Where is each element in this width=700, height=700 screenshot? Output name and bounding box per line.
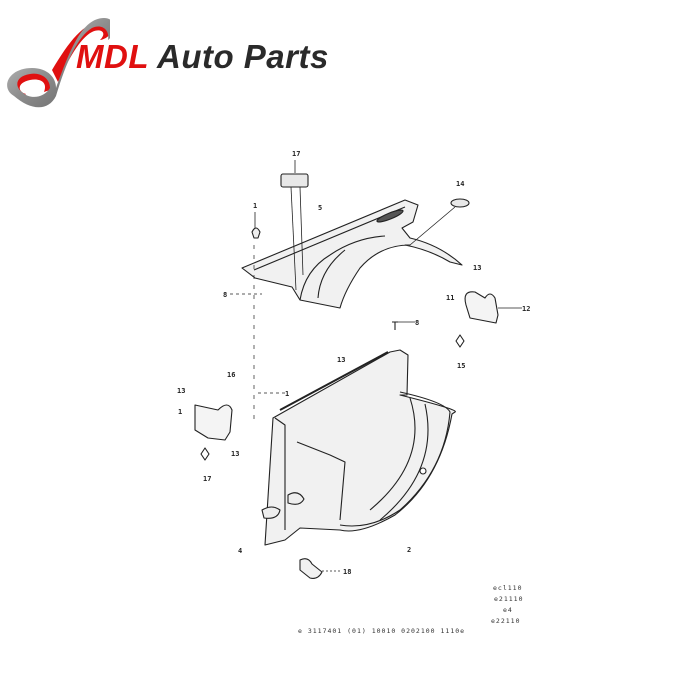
left-bracket-part[interactable] xyxy=(194,404,233,441)
callout-label: 4 xyxy=(238,547,242,555)
callout-label: 14 xyxy=(456,180,464,188)
footer-code: ecl110 xyxy=(493,584,523,592)
callout-label: 17 xyxy=(203,475,211,483)
callout-label: 1 xyxy=(285,390,289,398)
callout-label: 15 xyxy=(457,362,465,370)
swoosh-logo-icon xyxy=(7,18,110,108)
grommet-part[interactable] xyxy=(280,173,309,188)
brand-mark: MDL xyxy=(76,38,149,75)
clip-part[interactable] xyxy=(251,227,261,239)
footer-caption: e 3117401 (01) 10010 0202100 1110e xyxy=(298,627,466,635)
callout-label: 13 xyxy=(337,356,345,364)
footer-code: e21110 xyxy=(494,595,524,603)
right-bracket-part[interactable] xyxy=(464,291,522,324)
callout-label: 13 xyxy=(177,387,185,395)
lower-shroud-part[interactable] xyxy=(261,349,456,546)
callout-label: 11 xyxy=(446,294,454,302)
callout-label: 12 xyxy=(522,305,530,313)
callout-label: 2 xyxy=(407,546,411,554)
callout-label: 8 xyxy=(223,291,227,299)
callout-label: 5 xyxy=(318,204,322,212)
callout-label: 17 xyxy=(292,150,300,158)
callout-label: 1 xyxy=(178,408,182,416)
footer-code: e4 xyxy=(503,606,513,614)
callout-label: 18 xyxy=(343,568,351,576)
brand-name: Auto Parts xyxy=(156,38,329,75)
callout-label: 8 xyxy=(415,319,419,327)
callout-label: 1 xyxy=(253,202,257,210)
upper-cowl-part[interactable] xyxy=(241,199,463,309)
cap-part[interactable] xyxy=(450,198,470,208)
callout-label: 13 xyxy=(231,450,239,458)
callout-label: 16 xyxy=(227,371,235,379)
footer-code: e22110 xyxy=(491,617,521,625)
bottom-clip-part[interactable] xyxy=(299,558,323,579)
callout-label: 13 xyxy=(473,264,481,272)
